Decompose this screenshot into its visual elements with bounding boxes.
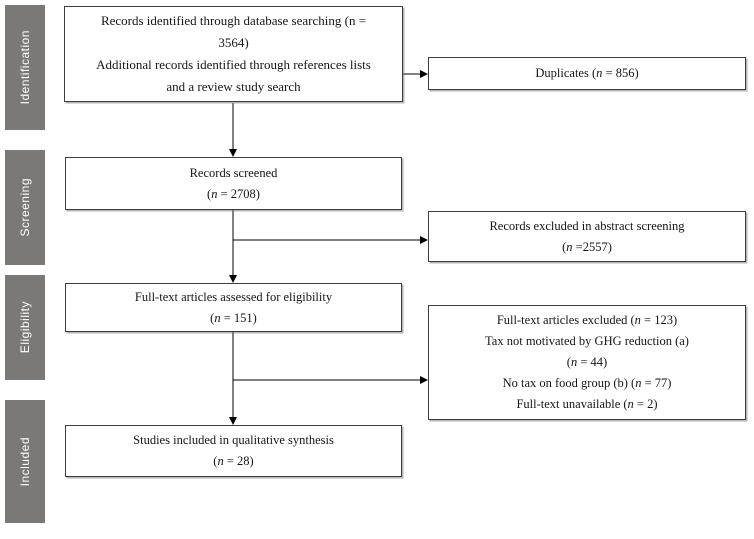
- box-line: Records excluded in abstract screening: [489, 218, 685, 233]
- stage-label: Included: [18, 436, 32, 487]
- stage-identification: Identification: [5, 5, 45, 130]
- arrow-screened-to-fulltext: [229, 210, 237, 283]
- box-line: (n = 151): [210, 310, 257, 325]
- box-line: and a review study search: [166, 79, 301, 94]
- box-fulltext-assessed: Full-text articles assessed for eligibil…: [65, 283, 402, 332]
- stage-eligibility: Eligibility: [5, 275, 45, 380]
- box-line: Full-text articles assessed for eligibil…: [134, 289, 333, 304]
- box-line: (n = 2708): [207, 186, 260, 201]
- box-line: Full-text articles excluded (n = 123): [496, 313, 678, 327]
- box-line: Records screened: [189, 165, 278, 180]
- arrow-fulltext-to-included: [229, 331, 237, 425]
- box-records-excluded-abstract: Records excluded in abstract screening (…: [428, 211, 746, 262]
- box-line: Duplicates (n = 856): [535, 66, 639, 80]
- stage-included: Included: [5, 400, 45, 523]
- box-line: Additional records identified through re…: [96, 57, 371, 72]
- stage-label: Identification: [18, 30, 32, 105]
- box-fulltext-excluded: Full-text articles excluded (n = 123) Ta…: [428, 305, 746, 420]
- box-line: Full-text unavailable (n = 2): [516, 397, 658, 411]
- box-records-identified: Records identified through database sear…: [64, 6, 403, 102]
- box-line: (n =2557): [562, 239, 612, 254]
- arrow-identified-to-duplicates: [403, 70, 428, 78]
- box-line: Records identified through database sear…: [100, 13, 367, 28]
- box-line: Tax not motivated by GHG reduction (a): [485, 334, 689, 348]
- box-duplicates: Duplicates (n = 856): [428, 57, 746, 90]
- box-records-screened: Records screened (n = 2708): [65, 157, 402, 210]
- arrow-fulltext-to-excluded-fulltext: [233, 376, 428, 384]
- stage-label: Eligibility: [18, 301, 32, 354]
- arrow-identified-to-screened: [229, 103, 237, 157]
- box-line: Studies included in qualitative synthesi…: [133, 433, 334, 447]
- box-line: 3564): [218, 35, 249, 50]
- stage-screening: Screening: [5, 150, 45, 265]
- arrow-screened-to-excluded-abstract: [233, 236, 428, 244]
- box-line: (n = 44): [566, 355, 608, 369]
- box-line: No tax on food group (b) (n = 77): [502, 376, 672, 390]
- box-line: (n = 28): [213, 454, 254, 468]
- stage-label: Screening: [18, 178, 32, 237]
- box-studies-included: Studies included in qualitative synthesi…: [65, 425, 402, 477]
